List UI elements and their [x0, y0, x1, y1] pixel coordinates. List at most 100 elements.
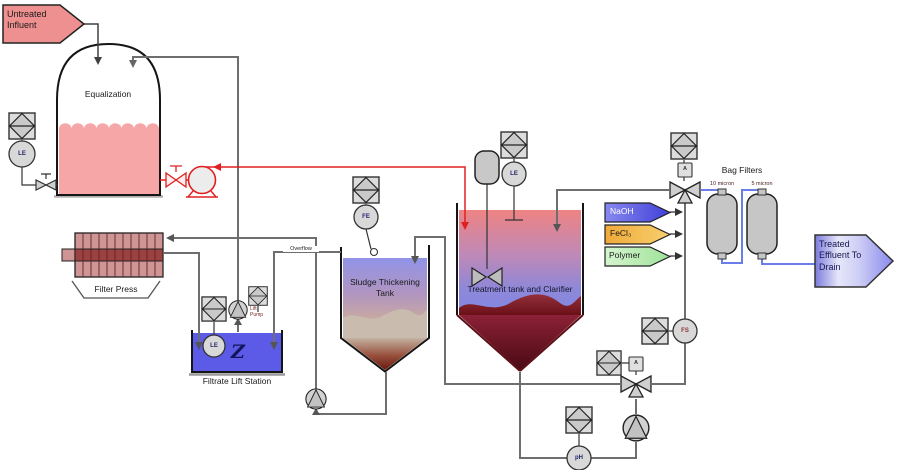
- filter1-top-port: [717, 188, 727, 196]
- line-bottom-actuator: [622, 362, 637, 375]
- pipe-valve-to-fs: [652, 343, 686, 385]
- fs-label: FS: [681, 328, 689, 334]
- bottom-diverter-valve: [620, 375, 652, 398]
- equalization-tank-shell: [56, 42, 161, 196]
- lift-pump-label: Lift Pump: [250, 306, 264, 318]
- plc-symbol-ph: [565, 406, 593, 434]
- flow-tags: [2, 4, 895, 288]
- plc-symbol-eq-le: [8, 112, 36, 140]
- treatment-cone-fill: [459, 315, 581, 370]
- pipe-overflow: [273, 251, 341, 342]
- arrow-lift-pump-suction: [234, 318, 242, 325]
- sludge-blanket-wave: [343, 309, 427, 338]
- treatment-sludge-wave: [459, 294, 581, 315]
- filter2-top-port: [757, 188, 767, 196]
- agitator-motor: [474, 150, 500, 185]
- filter1-bottom-port: [717, 252, 727, 260]
- equalization-tank: [54, 42, 163, 198]
- fe-label: FE: [362, 214, 370, 220]
- arrow-polymer: [675, 252, 683, 260]
- pipe-press-feed: [174, 237, 317, 389]
- pump-casing: [187, 165, 217, 195]
- fe-bubble: [353, 204, 379, 230]
- pump-base: [186, 190, 218, 198]
- naoh-label: NaOH: [610, 206, 634, 216]
- arrow-filtrate: [195, 342, 203, 350]
- filtrate-lift-station-label: Filtrate Lift Station: [202, 376, 272, 386]
- instrument-lines: [21, 140, 685, 446]
- pipe-recycle-to-thickener: [414, 236, 620, 385]
- filtrate-tank-shell: [191, 330, 283, 373]
- pipe-eq-pump-discharge: [202, 166, 466, 223]
- arrow-press-feed: [166, 234, 174, 242]
- untreated-influent-label: Untreated Influent: [7, 9, 47, 31]
- pipe-ph-to-pump: [591, 442, 637, 459]
- treated-effluent-label: Treated Effluent To Drain: [819, 239, 862, 272]
- treatment-tank: [456, 203, 584, 372]
- actuator-label-bottom: A: [634, 360, 638, 366]
- arrow-treatment-inlet: [461, 222, 469, 230]
- process-piping: [84, 23, 816, 459]
- fecl3-label: FeCl₃: [610, 228, 632, 238]
- actuator-label-top: A: [683, 166, 687, 172]
- naoh-tag: [604, 202, 672, 223]
- actuator-box-top: [677, 162, 693, 178]
- equipment-symbols: [8, 112, 767, 470]
- lift-pump: [228, 300, 248, 320]
- treatment-liquid: [459, 210, 581, 315]
- le-bubble-filtrate: [202, 334, 226, 358]
- red-valve-left: [165, 171, 178, 189]
- sludge-thickening-tank-label: Sludge Thickening Tank: [350, 277, 420, 298]
- impeller-left-blade: [471, 266, 488, 288]
- fe-sensor-tip: [369, 247, 379, 257]
- le-label-equalization: LE: [18, 151, 26, 157]
- drain-valve-right: [44, 179, 57, 191]
- sludge-cone-fill: [343, 338, 427, 370]
- filter-press-label: Filter Press: [94, 284, 138, 294]
- equalization-liquid: [59, 123, 159, 194]
- bag-filter-1-body: [706, 193, 738, 255]
- arrow-sludge-pump-suction: [312, 408, 320, 415]
- filter-press-plate-lines: [82, 233, 156, 277]
- actuator-box-bottom: [628, 356, 644, 372]
- treatment-tank-label: Treatment tank and Clarifier: [467, 284, 573, 294]
- pipe-sludge-drain: [315, 372, 387, 415]
- le-bubble-equalization: [8, 140, 36, 168]
- equalization-pump: [165, 165, 218, 198]
- top-diverter-valve: [669, 181, 701, 204]
- red-valve-stem: [170, 165, 182, 172]
- le-label-filtrate: LE: [210, 343, 218, 349]
- bag-filter-2-label: 5 micron: [751, 181, 773, 187]
- treatment-cone-outline: [456, 314, 584, 372]
- equalization-label: Equalization: [84, 89, 132, 99]
- plc-symbol-lift-pump: [248, 286, 268, 306]
- plc-symbol-fs: [641, 317, 669, 345]
- plc-symbol-top-valve: [670, 132, 698, 160]
- bag-filter-1-label: 10 micron: [709, 181, 735, 187]
- filter-press-tray: [71, 280, 161, 299]
- filter-press-shaft: [61, 248, 76, 262]
- red-valve-right: [174, 171, 187, 189]
- untreated-influent-arrow: [2, 4, 86, 44]
- fs-bubble: [672, 318, 698, 344]
- pipe-recirculation-return: [556, 189, 669, 224]
- filter2-bottom-port: [757, 252, 767, 260]
- pipe-press-filtrate: [163, 252, 200, 342]
- pipe-clarifier-drain: [519, 372, 567, 459]
- arrow-recirculation: [553, 224, 561, 232]
- eq-valve-stem: [41, 173, 51, 179]
- plc-symbol-filtrate-le: [201, 296, 227, 322]
- arrow-overflow: [270, 342, 278, 350]
- drain-valve-left: [35, 179, 48, 191]
- treated-effluent-arrow: [814, 234, 895, 288]
- arrow-influent: [94, 57, 102, 65]
- plc-symbol-treat-le: [500, 131, 528, 159]
- arrow-fecl3: [675, 230, 683, 238]
- arrow-thickener-inlet: [411, 256, 419, 264]
- le-bubble-treatment: [501, 161, 527, 187]
- pipe-influent-drop: [84, 23, 99, 59]
- arrow-return: [129, 60, 137, 68]
- recirculation-pump: [622, 414, 650, 442]
